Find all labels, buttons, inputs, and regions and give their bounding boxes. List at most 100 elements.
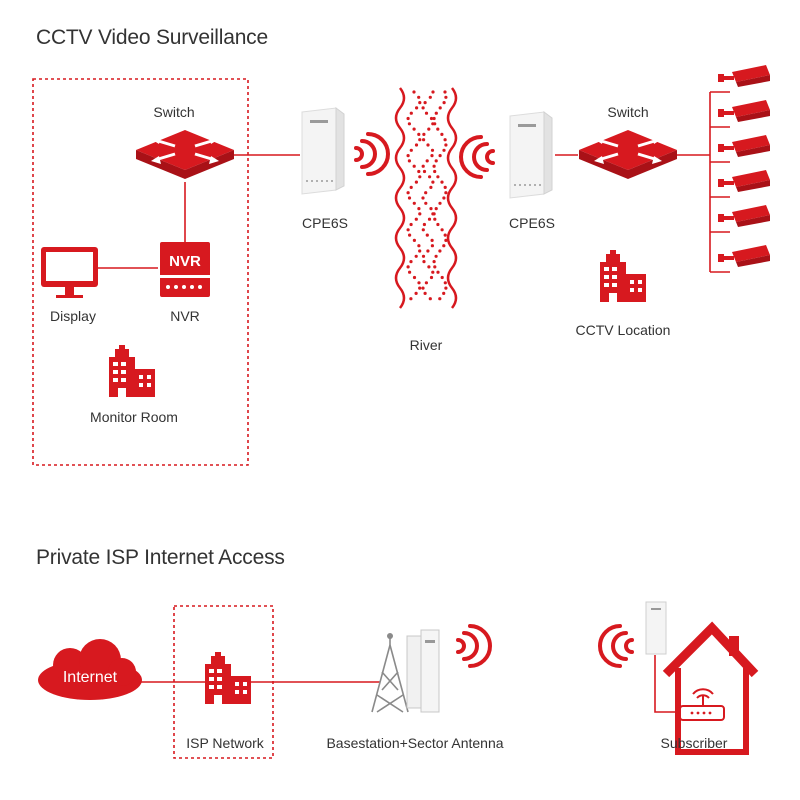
- river-dot: [444, 143, 448, 147]
- river-dot: [427, 127, 431, 131]
- river-dot: [412, 127, 416, 131]
- river-dot: [426, 143, 430, 147]
- river-dot: [408, 233, 412, 237]
- river-dot: [424, 281, 428, 285]
- river-dot: [417, 132, 421, 136]
- river-dot: [422, 138, 426, 142]
- river-dot: [418, 138, 422, 142]
- river-dot: [431, 270, 435, 274]
- cpe6s-label-left: CPE6S: [302, 215, 348, 231]
- river-dot: [417, 281, 421, 285]
- cctv-location-label: CCTV Location: [575, 322, 671, 338]
- river-dot: [428, 297, 432, 301]
- river-dot: [408, 270, 412, 274]
- river-dot: [438, 106, 442, 110]
- river-dot: [430, 148, 435, 152]
- subscriber-house-icon: [662, 621, 759, 755]
- river-dot: [436, 222, 440, 227]
- river-dot: [406, 191, 410, 195]
- river-dot: [428, 95, 432, 99]
- river-dot: [443, 185, 447, 189]
- river-dot: [418, 249, 422, 253]
- river-dot: [417, 207, 421, 211]
- river-label: River: [409, 337, 443, 353]
- river-dot: [421, 196, 425, 200]
- river-dot: [406, 228, 410, 232]
- basestation-tower-icon: [371, 633, 409, 713]
- river-dot: [434, 207, 438, 211]
- river-dot: [417, 169, 421, 174]
- river-icon: [394, 87, 458, 309]
- river-dot: [412, 164, 416, 168]
- river-dot: [407, 196, 412, 200]
- switch-icon-left: [134, 128, 236, 181]
- river-dot: [412, 275, 417, 280]
- connection-lines: [98, 91, 730, 273]
- river-dot: [415, 106, 419, 110]
- river-dot: [432, 260, 436, 264]
- river-dot: [414, 291, 418, 295]
- river-dot: [443, 233, 447, 237]
- river-dot: [409, 185, 413, 189]
- river-dot: [433, 217, 437, 221]
- wifi-signal-icon-basestation: [456, 624, 492, 668]
- river-dot: [424, 191, 428, 195]
- river-dot: [436, 175, 440, 179]
- river-dot: [432, 212, 436, 216]
- river-dot: [417, 95, 421, 99]
- river-dot: [406, 265, 410, 269]
- wifi-signal-icon-subscriber: [598, 624, 634, 668]
- river-dot: [409, 297, 413, 301]
- subscriber-cpe-device: [645, 601, 667, 655]
- river-dot: [407, 159, 411, 163]
- river-dot: [434, 159, 438, 163]
- river-dot: [406, 116, 410, 121]
- camera-icon: [718, 135, 770, 157]
- river-dot: [433, 169, 437, 174]
- camera-icon: [718, 170, 770, 192]
- river-dot: [407, 122, 411, 126]
- isp-network-building-icon: [205, 652, 251, 704]
- cctv-location-building-icon: [600, 250, 646, 302]
- river-dot: [418, 212, 422, 216]
- river-dot: [425, 233, 429, 237]
- river-dot: [444, 286, 448, 290]
- river-dot: [429, 185, 433, 189]
- river-dot: [421, 286, 425, 290]
- nvr-icon: NVR: [160, 242, 210, 297]
- river-dot: [430, 244, 434, 248]
- switch-label-left: Switch: [153, 104, 195, 120]
- camera-icon: [718, 65, 770, 87]
- wifi-signal-icon-left: [354, 132, 390, 176]
- isp-network-label: ISP Network: [186, 735, 264, 751]
- river-dot: [429, 275, 434, 280]
- camera-icon: [718, 205, 770, 227]
- river-dot: [430, 154, 434, 158]
- river-dot: [409, 222, 413, 227]
- cpe6s-label-right: CPE6S: [509, 215, 555, 231]
- camera-icon: [718, 100, 770, 122]
- river-dot: [417, 244, 421, 248]
- cpe6s-device-right: [509, 111, 553, 199]
- nvr-badge-text: NVR: [169, 253, 201, 270]
- river-dot: [412, 90, 416, 94]
- cctv-section-title: CCTV Video Surveillance: [36, 26, 268, 49]
- river-dot: [429, 116, 434, 121]
- river-dot: [423, 291, 427, 295]
- river-dot: [421, 106, 425, 110]
- river-dot: [422, 132, 426, 136]
- display-monitor-icon: [41, 247, 98, 298]
- switch-label-right: Switch: [607, 104, 649, 120]
- river-dot: [424, 111, 429, 115]
- river-dot: [434, 254, 438, 258]
- river-dot: [409, 111, 413, 115]
- river-dot: [444, 95, 448, 99]
- river-dot: [442, 244, 446, 248]
- isp-section-title: Private ISP Internet Access: [36, 546, 285, 569]
- monitor-room-building-icon: [109, 345, 155, 397]
- river-dot: [440, 132, 444, 136]
- river-dot: [414, 254, 418, 258]
- isp-connection-lines: [140, 655, 680, 713]
- internet-label: Internet: [63, 669, 118, 686]
- river-dot: [431, 180, 435, 184]
